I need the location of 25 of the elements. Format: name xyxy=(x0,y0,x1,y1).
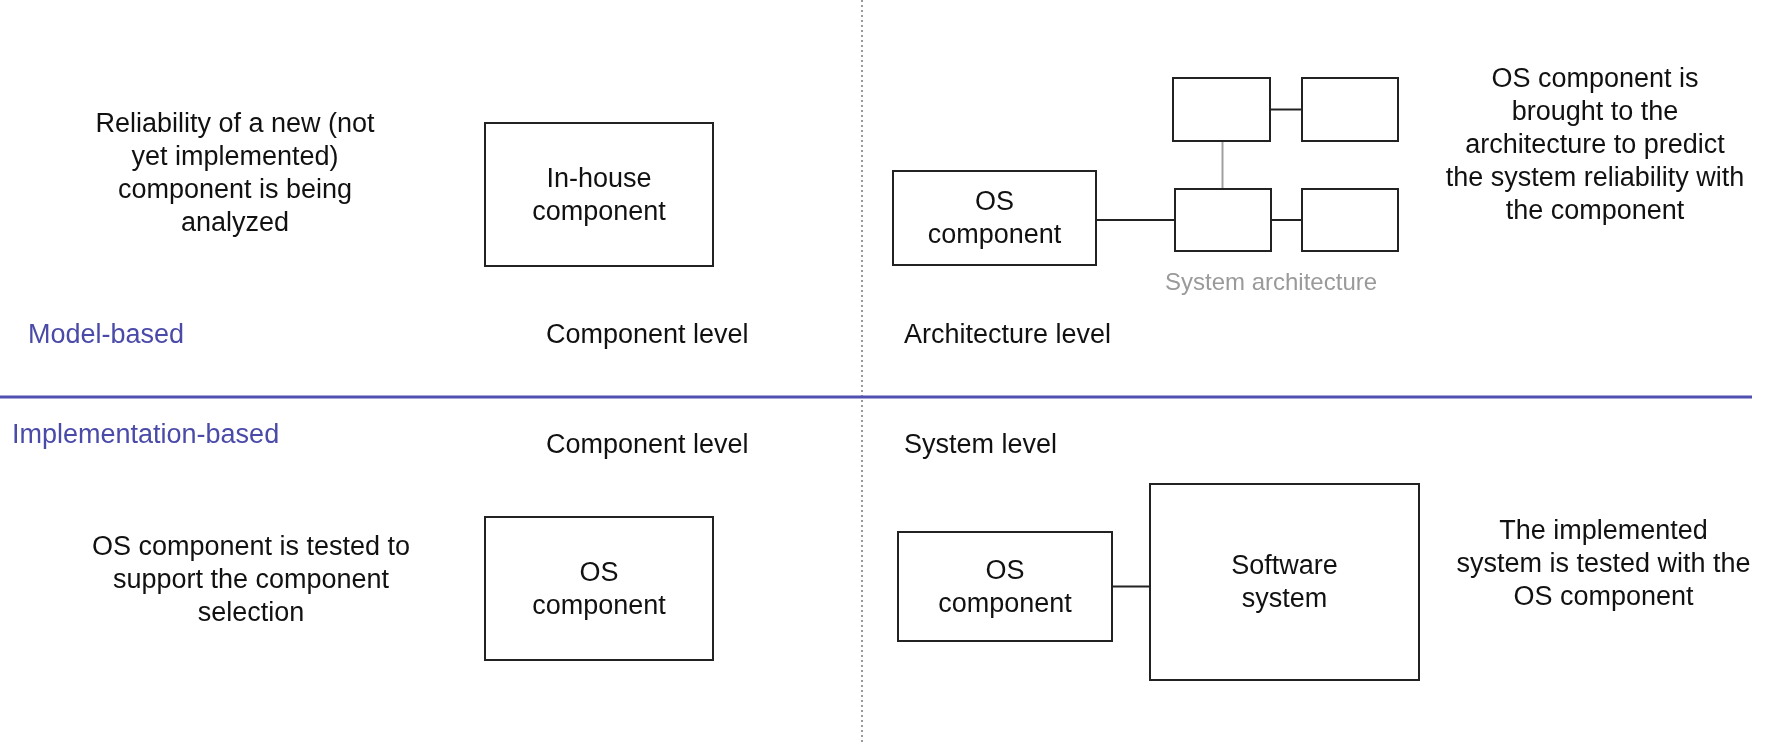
component-box: OS component xyxy=(897,531,1113,642)
description-text: OS component is brought to the architecture to predict the system reliability with the component xyxy=(1445,62,1745,227)
connector-line xyxy=(1221,141,1224,189)
connector-line xyxy=(1271,219,1302,221)
empty-box xyxy=(1301,77,1399,142)
description-text: OS component is tested to support the component selection xyxy=(90,530,412,629)
description-text: Reliability of a new (not yet implemented) component is being analyzed xyxy=(94,107,376,239)
level-label: System level xyxy=(904,428,1058,461)
connector-line xyxy=(1096,219,1175,221)
connector-line xyxy=(1112,585,1150,588)
component-box: OS component xyxy=(892,170,1097,266)
empty-box xyxy=(1174,188,1272,252)
connector-line xyxy=(1270,108,1302,111)
component-box: Software system xyxy=(1149,483,1420,681)
section-heading: Model-based xyxy=(28,318,185,351)
section-heading: Implementation-based xyxy=(12,418,280,451)
level-label: Component level xyxy=(546,428,749,461)
empty-box xyxy=(1301,188,1399,252)
group-caption: System architecture xyxy=(1165,268,1378,296)
component-box: OS component xyxy=(484,516,714,661)
level-label: Architecture level xyxy=(904,318,1112,351)
empty-box xyxy=(1172,77,1271,142)
level-label: Component level xyxy=(546,318,749,351)
description-text: The implemented system is tested with the OS component xyxy=(1456,514,1751,613)
component-box: In-house component xyxy=(484,122,714,267)
